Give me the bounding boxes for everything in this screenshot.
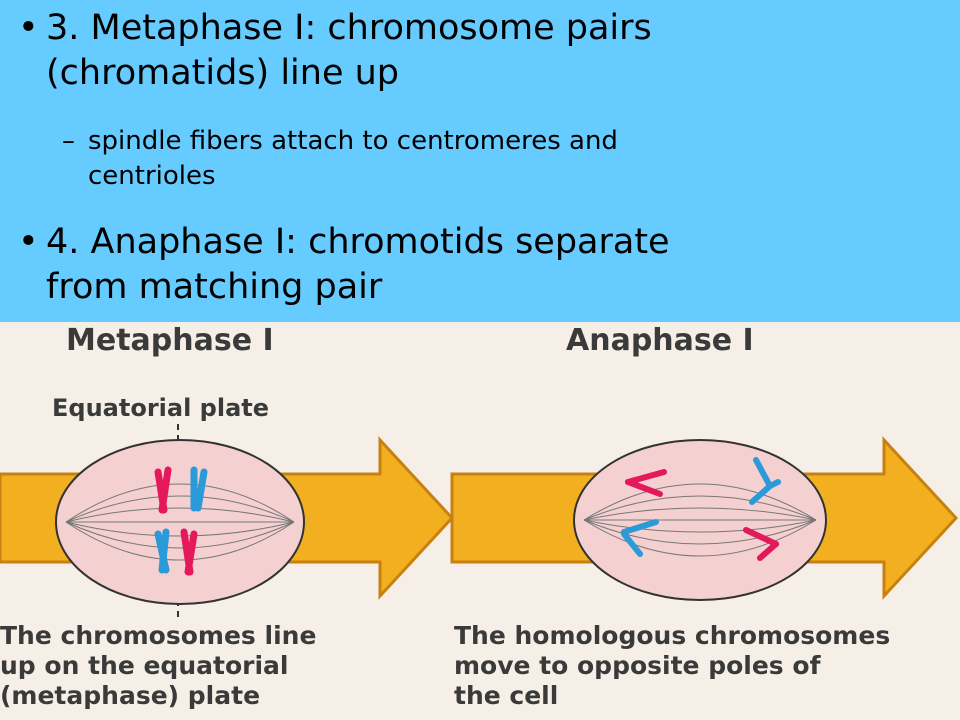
- anaphase-caption-line: the cell: [454, 681, 558, 710]
- anaphase-cell: [573, 439, 827, 601]
- metaphase-caption-line: (metaphase) plate: [0, 681, 260, 710]
- anaphase-heading: Anaphase I: [566, 323, 754, 358]
- slide-text: • 3. Metaphase I: chromosome pairs (chro…: [0, 0, 960, 322]
- sub-bullet-text: spindle fibers attach to centromeres and…: [88, 126, 618, 191]
- metaphase-caption-line: The chromosomes line: [0, 621, 316, 650]
- meiosis-diagram: Metaphase I Anaphase I Equatorial plate: [0, 323, 959, 710]
- meiosis-figure: Metaphase I Anaphase I Equatorial plate: [0, 322, 960, 720]
- equatorial-plate-label: Equatorial plate: [52, 394, 269, 422]
- bullet-text: 4. Anaphase I: chromotids separate from …: [46, 222, 670, 307]
- bullet-marker: •: [18, 222, 39, 262]
- bullet-text: 3. Metaphase I: chromosome pairs (chroma…: [46, 8, 652, 93]
- anaphase-caption-line: The homologous chromosomes: [454, 621, 890, 650]
- anaphase-chromosomes: [621, 457, 781, 561]
- metaphase-caption: The chromosomes line up on the equatoria…: [0, 621, 316, 710]
- anaphase-caption: The homologous chromosomes move to oppos…: [454, 621, 890, 710]
- metaphase-chromosomes: [154, 466, 208, 576]
- metaphase-cell: [55, 439, 305, 605]
- bullet-marker: •: [18, 8, 39, 48]
- metaphase-heading: Metaphase I: [66, 323, 274, 358]
- metaphase-caption-line: up on the equatorial: [0, 651, 288, 680]
- anaphase-caption-line: move to opposite poles of: [454, 651, 822, 680]
- sub-bullet-marker: –: [62, 126, 75, 156]
